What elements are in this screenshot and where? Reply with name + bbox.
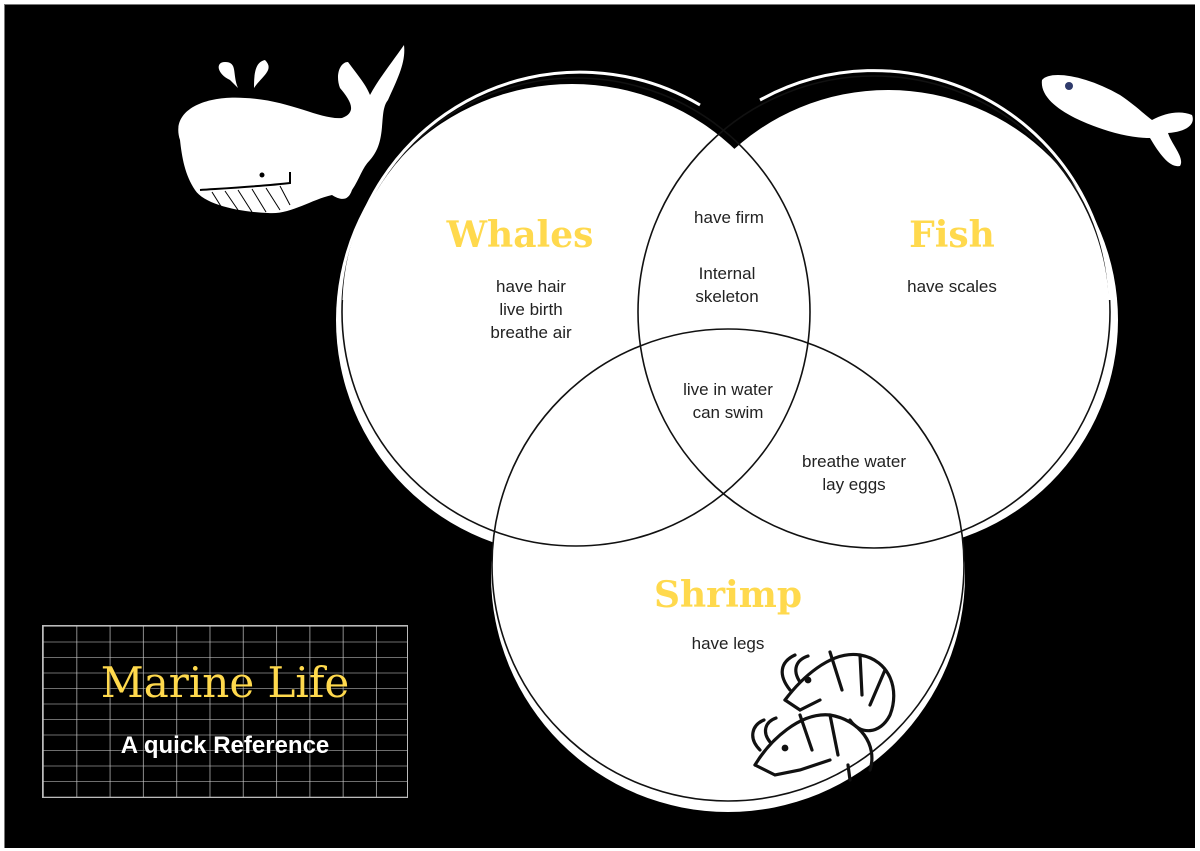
overlap-line: live in water (683, 380, 773, 399)
circle-shrimp (491, 328, 965, 802)
card-title: Marine Life (100, 658, 350, 707)
whales-fish-overlap-line1: have firm (694, 208, 764, 227)
trait: have hair (496, 277, 566, 296)
whales-fish-overlap-text: Internal skeleton (695, 262, 758, 308)
fish-shrimp-overlap-text: breathe water lay eggs (802, 450, 906, 496)
overlap-line: skeleton (695, 287, 759, 306)
overlap-line: can swim (692, 403, 764, 422)
venn-backing (336, 84, 1118, 812)
set-title-shrimp: Shrimp (653, 574, 803, 616)
set-title-fish: Fish (909, 214, 995, 256)
circle-whales (341, 77, 811, 547)
overlap-line: breathe water (802, 452, 906, 471)
trait: breathe air (490, 323, 572, 342)
shrimp-icon (751, 650, 896, 782)
set-title-whales: Whales (446, 214, 594, 256)
shrimp-traits: have legs (692, 632, 765, 655)
all-overlap-text: live in water can swim (683, 378, 773, 424)
trait: have scales (907, 277, 997, 296)
fish-traits: have scales (907, 275, 997, 298)
circle-fish (637, 75, 1111, 549)
overlap-line: lay eggs (822, 475, 886, 494)
trait: live birth (499, 300, 563, 319)
trait: have legs (691, 634, 765, 653)
title-card: Marine Life A quick Reference (42, 625, 408, 798)
fish-icon (1041, 75, 1193, 167)
venn-circles (341, 75, 1111, 802)
overlap-line: Internal (698, 264, 756, 283)
whales-traits: have hair live birth breathe air (490, 275, 571, 344)
whale-icon (178, 45, 405, 214)
card-subtitle: A quick Reference (120, 732, 330, 759)
